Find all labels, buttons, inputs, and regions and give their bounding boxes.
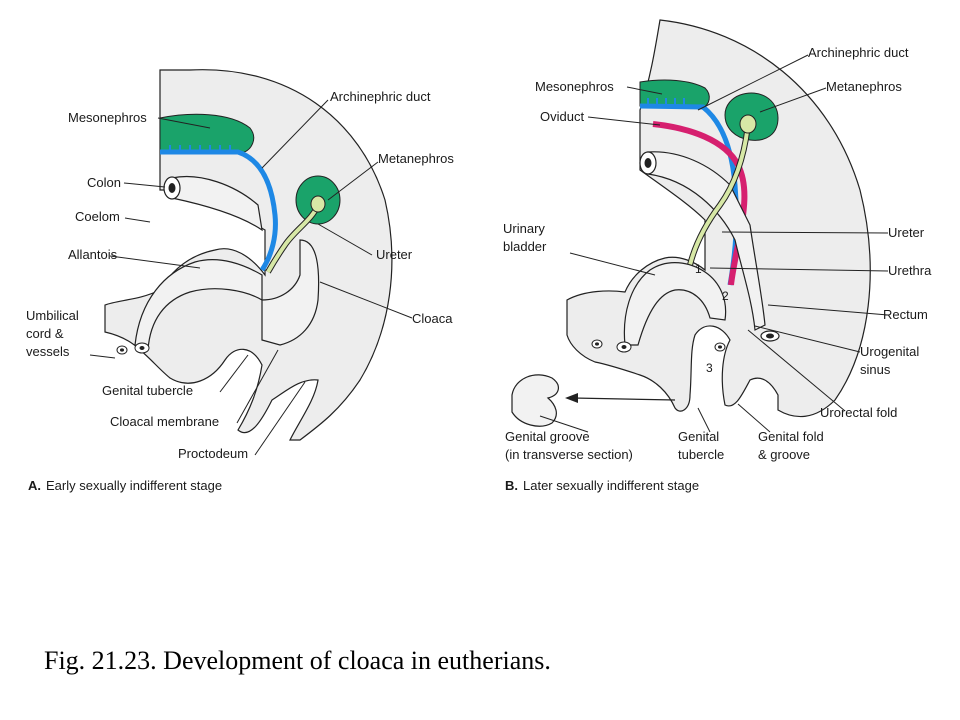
panel-a-label-cloacal-membrane: Cloacal membrane (110, 414, 219, 429)
panel-b-number-2: 2 (722, 289, 729, 303)
panel-b-drawing: 1 2 3 Archinephric duct Mesonephros Meta… (503, 19, 932, 493)
panel-b-label-ureter: Ureter (888, 225, 925, 240)
panel-b-label-genital-groove-1: Genital groove (505, 429, 590, 444)
panel-b-rectum-lumen (766, 333, 774, 339)
panel-b-label-genital-fold-2: & groove (758, 447, 810, 462)
panel-b-label-genital-tubercle-1: Genital (678, 429, 719, 444)
panel-a-label-colon: Colon (87, 175, 121, 190)
panel-b-label-genital-groove-2: (in transverse section) (505, 447, 633, 462)
panel-a-colon-lumen (168, 183, 176, 193)
panel-a-label-cloaca: Cloaca (412, 311, 453, 326)
panel-b-label-mesonephros: Mesonephros (535, 79, 614, 94)
panel-a-label-umbilical-3: vessels (26, 344, 70, 359)
panel-a-label-umbilical-2: cord & (26, 326, 64, 341)
panel-b-leader-lines (539, 54, 889, 433)
panel-b-title: Later sexually indifferent stage (523, 478, 699, 493)
panel-b-urinary-bladder (623, 262, 727, 346)
panel-a-label-proctodeum: Proctodeum (178, 446, 248, 461)
panel-b-arrowhead (565, 393, 578, 403)
panel-a-label-archinephric-duct: Archinephric duct (330, 89, 431, 104)
panel-a-letter: A. (28, 478, 41, 493)
panel-b-genital-groove-section (511, 374, 559, 427)
panel-b-label-urinary-1: Urinary (503, 221, 545, 236)
figure-caption: Fig. 21.23. Development of cloaca in eut… (44, 646, 551, 675)
panel-a-colon (171, 175, 263, 232)
panel-a-label-genital-tubercle: Genital tubercle (102, 383, 193, 398)
panel-a-label-mesonephros: Mesonephros (68, 110, 147, 125)
panel-a-leader-lines (89, 99, 413, 456)
panel-a-archinephric-duct (160, 149, 278, 272)
panel-a-label-umbilical-1: Umbilical (26, 308, 79, 323)
panel-b-label-genital-fold-1: Genital fold (758, 429, 824, 444)
panel-a-drawing: Mesonephros Archinephric duct Metanephro… (26, 69, 454, 493)
panel-b-number-1: 1 (695, 262, 702, 276)
panel-a-label-allantois: Allantois (68, 247, 118, 262)
panel-a-body (104, 69, 393, 441)
panel-b-label-urorectal-fold: Urorectal fold (820, 405, 897, 420)
panel-b-label-oviduct: Oviduct (540, 109, 584, 124)
panel-b-label-archinephric-duct: Archinephric duct (808, 45, 909, 60)
panel-a-title: Early sexually indifferent stage (46, 478, 222, 493)
panel-b-label-urogenital-1: Urogenital (860, 344, 919, 359)
panel-b-label-urogenital-2: sinus (860, 362, 891, 377)
panel-b-label-rectum: Rectum (883, 307, 928, 322)
panel-b-label-urinary-2: bladder (503, 239, 547, 254)
panel-a-label-coelom: Coelom (75, 209, 120, 224)
panel-b-oviduct (652, 121, 748, 286)
panel-b-label-urethra: Urethra (888, 263, 932, 278)
panel-b-letter: B. (505, 478, 518, 493)
panel-b-label-genital-tubercle-2: tubercle (678, 447, 724, 462)
panel-a-allantois (134, 259, 263, 351)
panel-a-mesonephros (159, 113, 255, 154)
panel-a-cloaca (261, 239, 320, 346)
panel-a-label-metanephros: Metanephros (378, 151, 454, 166)
panel-b-colon-lumen (644, 158, 652, 168)
panel-b-number-3: 3 (706, 361, 713, 375)
panel-a-label-ureter: Ureter (376, 247, 413, 262)
panel-b-arrow (572, 397, 676, 401)
panel-b-label-metanephros: Metanephros (826, 79, 902, 94)
